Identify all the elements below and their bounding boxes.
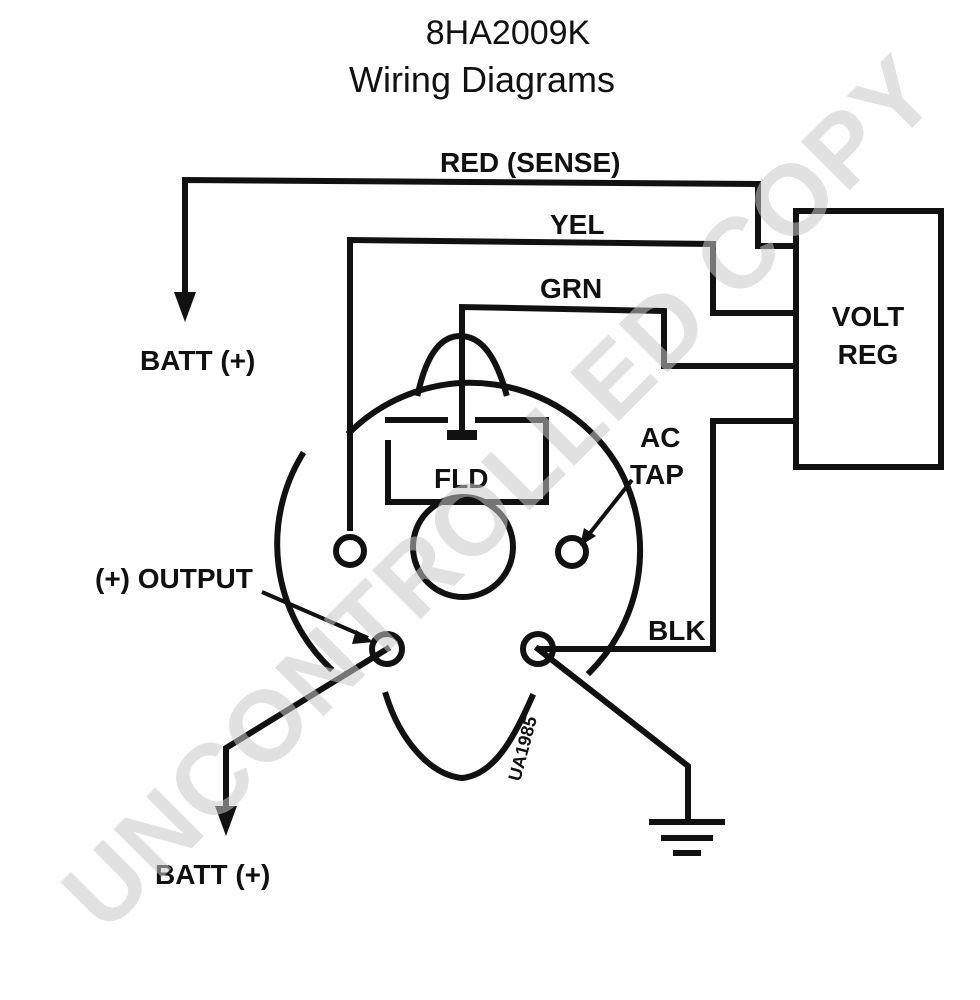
volt-reg-label-line2: REG: [838, 339, 899, 370]
yellow-label: YEL: [550, 209, 604, 240]
alternator-top-lug: [414, 332, 510, 397]
output-label: (+) OUTPUT: [95, 563, 253, 594]
ac-tap-leader: [584, 478, 634, 540]
ac-tap-label-line1: AC: [640, 422, 680, 453]
alternator-bottom-lug: [382, 691, 536, 782]
ground-terminal: [520, 631, 556, 667]
red-sense-label: RED (SENSE): [440, 147, 620, 178]
ground-wire: [533, 644, 691, 823]
volt-reg-box: [793, 208, 944, 470]
green-label: GRN: [540, 273, 602, 304]
output-batt-wire: [223, 644, 392, 813]
green-wire: [459, 303, 799, 437]
figure-code: UA1985: [505, 714, 541, 783]
fld-box: [385, 417, 549, 505]
batt-bottom-arrow: [215, 806, 237, 836]
ac-tap-terminal: [555, 535, 589, 569]
ac-tap-arrowhead: [580, 528, 596, 546]
volt-reg-label-line1: VOLT: [832, 301, 905, 332]
alternator-housing: [274, 379, 644, 677]
yellow-terminal: [333, 534, 367, 568]
diagram-title: Wiring Diagrams: [348, 59, 616, 100]
output-terminal: [369, 631, 405, 667]
fld-label: FLD: [434, 463, 488, 494]
batt-bottom-label: BATT (+): [155, 859, 270, 890]
batt-top-label: BATT (+): [140, 345, 255, 376]
diagram-model-number: 8HA2009K: [425, 14, 591, 52]
yellow-wire: [347, 236, 799, 531]
ac-tap-label-line2: TAP: [630, 459, 684, 490]
black-wire: [537, 418, 799, 652]
rotor-shaft: [410, 494, 516, 600]
fld-terminal: [447, 430, 477, 440]
black-label: BLK: [648, 615, 706, 646]
red-sense-wire: [182, 176, 799, 301]
output-leader: [261, 590, 369, 640]
output-leader-arrowhead: [352, 630, 374, 644]
batt-top-arrow: [174, 292, 196, 322]
